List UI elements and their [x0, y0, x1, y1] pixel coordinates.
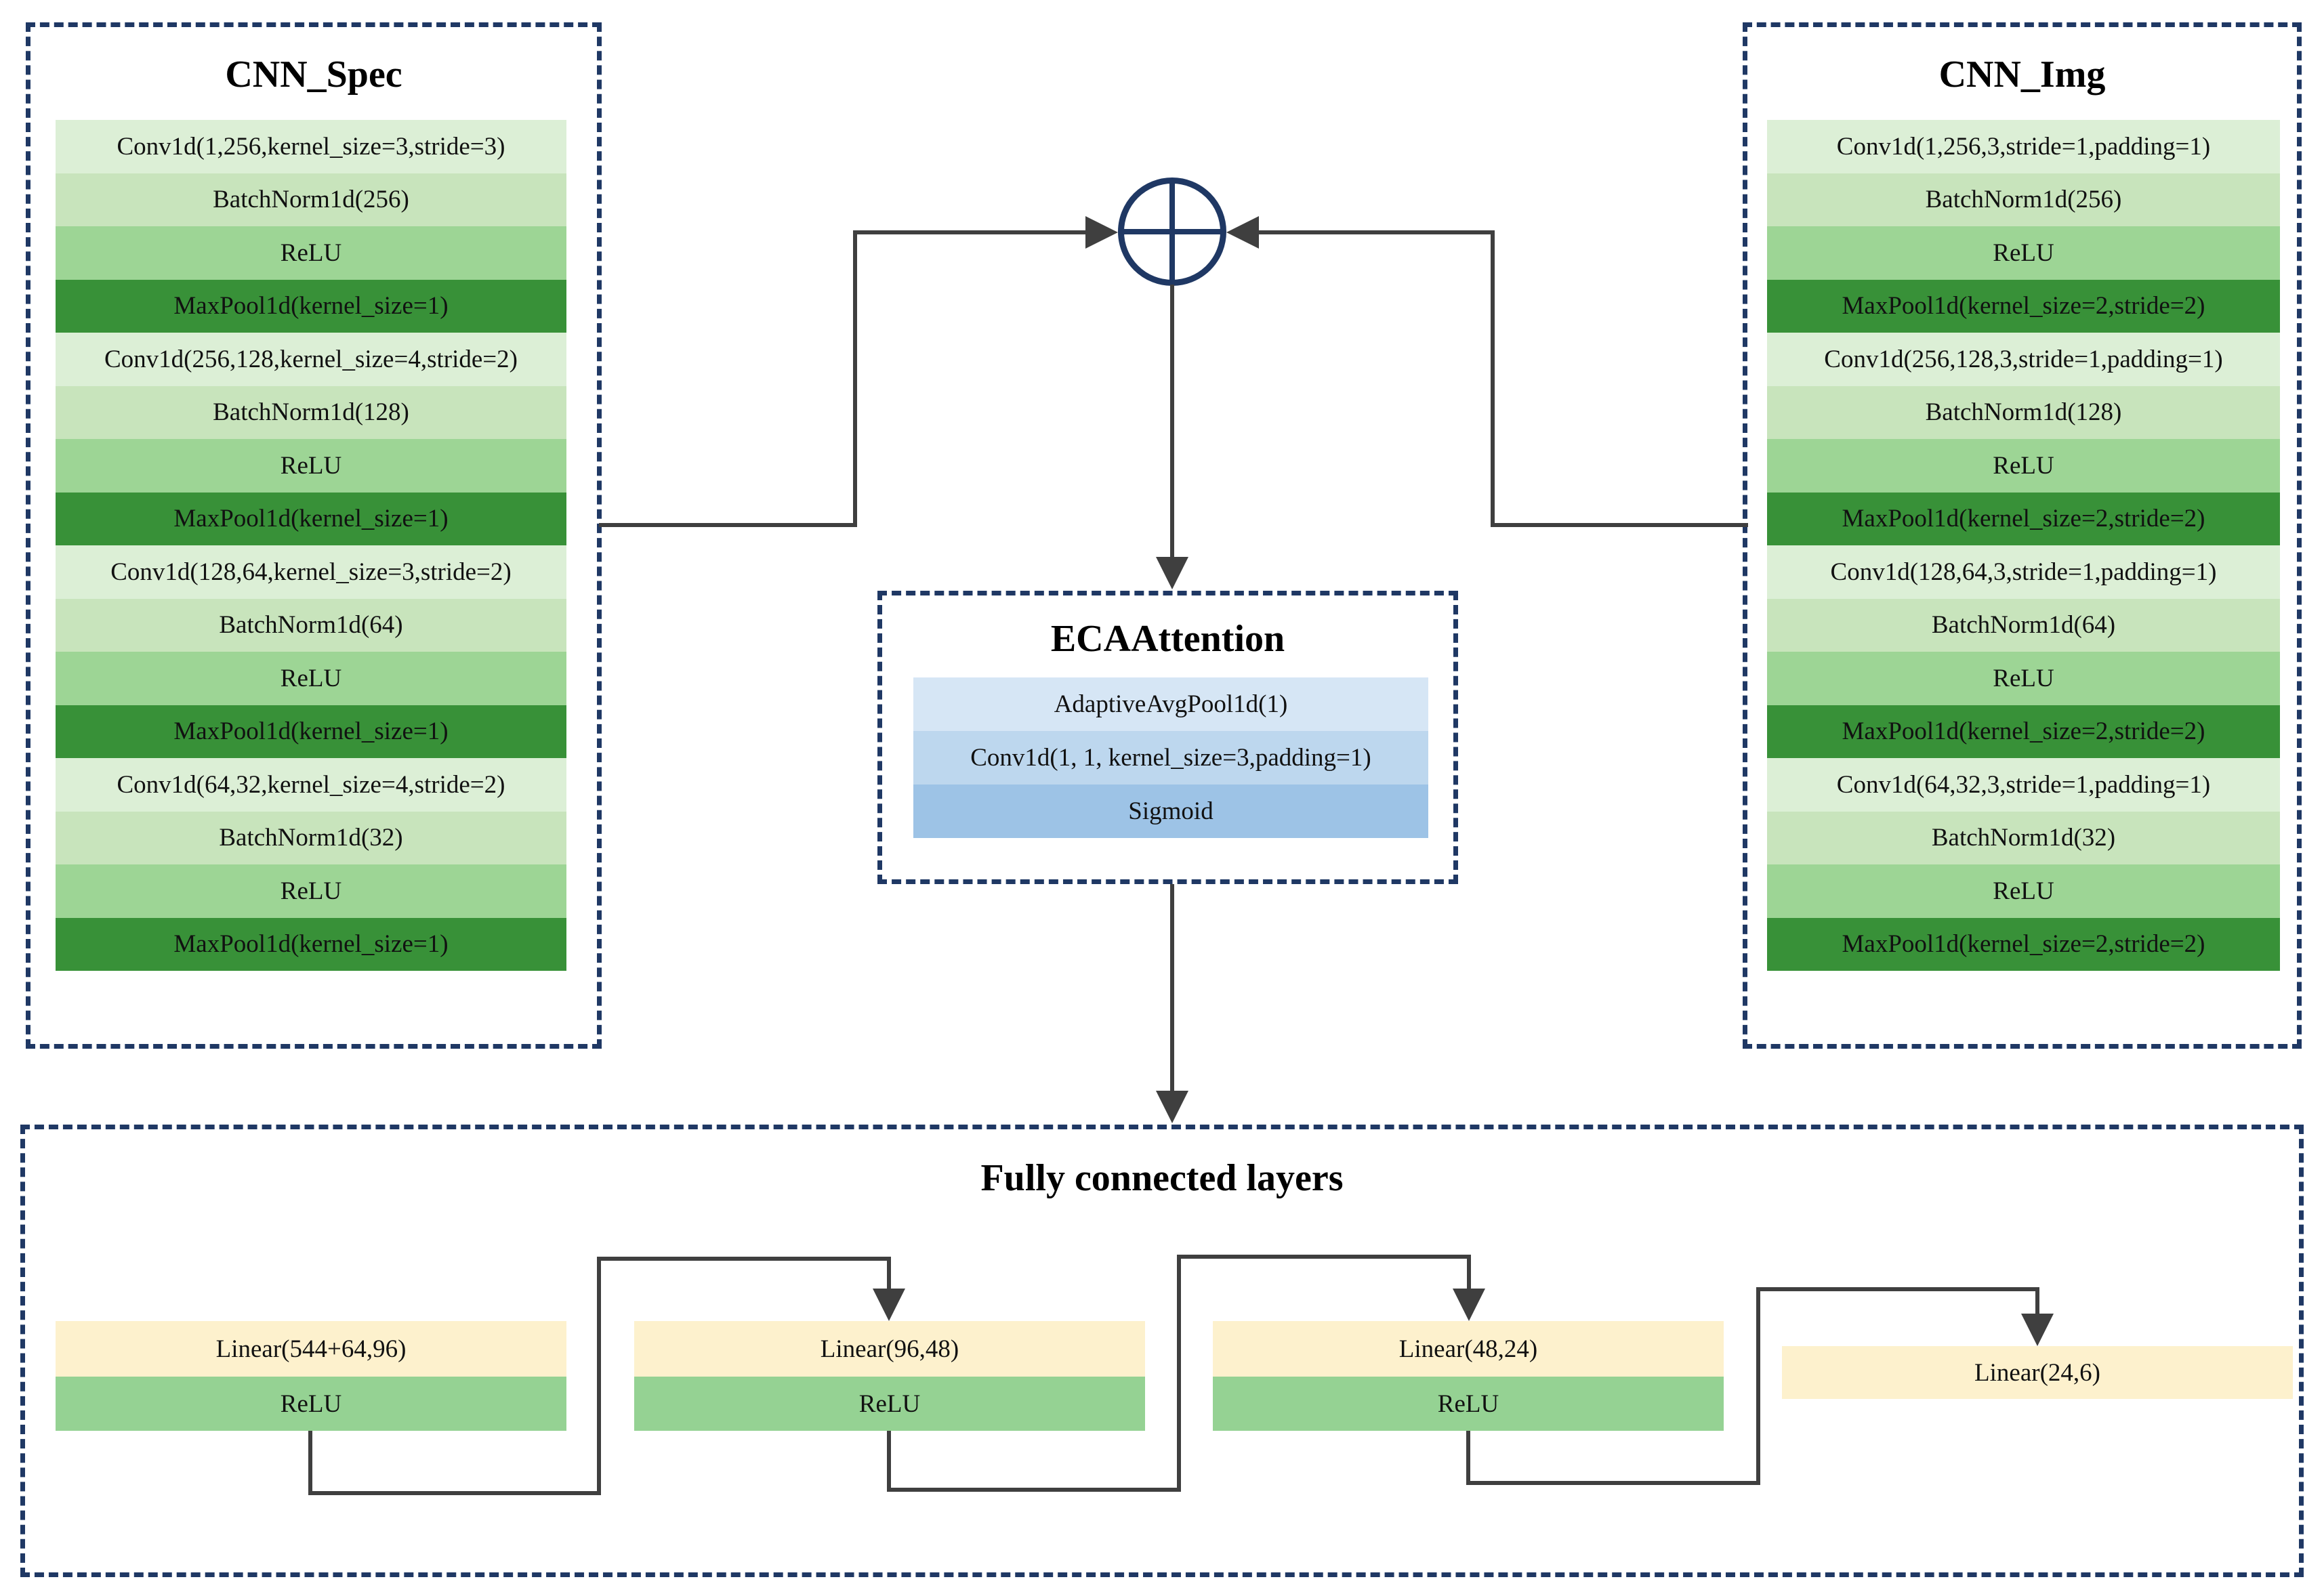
spec-branch-riser: [853, 230, 857, 527]
arrowhead-into-fc-block-3: [1453, 1289, 1485, 1321]
layer-row: BatchNorm1d(32): [56, 811, 566, 864]
cnn-img-layer-list: Conv1d(1,256,3,stride=1,padding=1)BatchN…: [1767, 120, 2280, 971]
relu-layer: ReLU: [1213, 1377, 1724, 1431]
layer-row: BatchNorm1d(64): [56, 598, 566, 652]
arrowhead-into-merge-right: [1226, 216, 1259, 249]
img-branch-line: [1491, 523, 1748, 527]
layer-row: Conv1d(128,64,3,stride=1,padding=1): [1767, 545, 2280, 599]
layer-row: Conv1d(1,256,3,stride=1,padding=1): [1767, 120, 2280, 173]
spec-branch-top-line: [853, 230, 1085, 234]
fc-block-4: Linear(24,6): [1782, 1346, 2293, 1399]
layer-row: ReLU: [1767, 652, 2280, 705]
merge-to-eca-line: [1170, 285, 1174, 557]
layer-row: Conv1d(128,64,kernel_size=3,stride=2): [56, 545, 566, 599]
img-branch-top-line: [1259, 230, 1495, 234]
fc-connector-3-bottom: [1466, 1481, 1760, 1485]
relu-layer: ReLU: [56, 1377, 566, 1431]
layer-row: BatchNorm1d(256): [1767, 173, 2280, 226]
layer-row: BatchNorm1d(32): [1767, 811, 2280, 864]
layer-row: ReLU: [56, 652, 566, 705]
arrowhead-into-fc: [1156, 1091, 1188, 1123]
fc-connector-1-bottom: [308, 1491, 601, 1495]
fc-connector-2-drop: [887, 1431, 891, 1492]
fc-connector-3-entry: [2035, 1287, 2039, 1316]
layer-row: ReLU: [56, 439, 566, 493]
layer-row: MaxPool1d(kernel_size=2,stride=2): [1767, 492, 2280, 545]
layer-row: MaxPool1d(kernel_size=1): [56, 279, 566, 333]
layer-row: MaxPool1d(kernel_size=1): [56, 705, 566, 758]
layer-row: ReLU: [1767, 864, 2280, 918]
fc-connector-1-top: [597, 1257, 891, 1261]
layer-row: BatchNorm1d(256): [56, 173, 566, 226]
layer-row: MaxPool1d(kernel_size=2,stride=2): [1767, 279, 2280, 333]
fc-connector-2-bottom: [887, 1488, 1181, 1492]
layer-row: Conv1d(64,32,kernel_size=4,stride=2): [56, 758, 566, 812]
spec-branch-line: [599, 523, 857, 527]
cnn-spec-layer-list: Conv1d(1,256,kernel_size=3,stride=3)Batc…: [56, 120, 566, 971]
fc-connector-3-top: [1756, 1287, 2039, 1291]
layer-row: Conv1d(256,128,3,stride=1,padding=1): [1767, 333, 2280, 386]
fc-connector-2-entry: [1467, 1255, 1471, 1291]
linear-layer: Linear(96,48): [634, 1321, 1145, 1377]
layer-row: AdaptiveAvgPool1d(1): [913, 677, 1428, 731]
fc-connector-1-drop: [308, 1431, 312, 1495]
img-branch-riser: [1491, 230, 1495, 527]
layer-row: MaxPool1d(kernel_size=2,stride=2): [1767, 705, 2280, 758]
layer-row: BatchNorm1d(128): [56, 385, 566, 439]
layer-row: Conv1d(64,32,3,stride=1,padding=1): [1767, 758, 2280, 812]
fc-block-1: Linear(544+64,96) ReLU: [56, 1321, 566, 1431]
eca-layer-list: AdaptiveAvgPool1d(1)Conv1d(1, 1, kernel_…: [913, 677, 1428, 838]
arrowhead-into-eca: [1156, 557, 1188, 589]
arrowhead-into-fc-block-4: [2021, 1314, 2054, 1346]
fc-connector-3-riser: [1756, 1287, 1760, 1485]
layer-row: ReLU: [1767, 439, 2280, 493]
fc-block-2: Linear(96,48) ReLU: [634, 1321, 1145, 1431]
arrowhead-into-fc-block-2: [873, 1289, 905, 1321]
linear-layer: Linear(48,24): [1213, 1321, 1724, 1377]
cnn-spec-title: CNN_Spec: [225, 54, 402, 96]
fc-connector-1-entry: [887, 1257, 891, 1291]
eca-to-fc-line: [1170, 884, 1174, 1091]
cnn-img-title: CNN_Img: [1938, 54, 2106, 96]
layer-row: Conv1d(256,128,kernel_size=4,stride=2): [56, 333, 566, 386]
layer-row: ReLU: [56, 226, 566, 280]
linear-layer: Linear(544+64,96): [56, 1321, 566, 1377]
layer-row: MaxPool1d(kernel_size=2,stride=2): [1767, 917, 2280, 971]
fc-connector-2-top: [1177, 1255, 1471, 1259]
layer-row: ReLU: [56, 864, 566, 918]
fc-connector-3-drop: [1466, 1431, 1470, 1485]
fc-title: Fully connected layers: [980, 1157, 1344, 1199]
layer-row: Conv1d(1,256,kernel_size=3,stride=3): [56, 120, 566, 173]
layer-row: MaxPool1d(kernel_size=1): [56, 917, 566, 971]
fc-connector-1-riser: [597, 1257, 601, 1495]
arrowhead-into-merge-left: [1085, 216, 1118, 249]
fc-block-3: Linear(48,24) ReLU: [1213, 1321, 1724, 1431]
circle-plus-horizontal-bar: [1121, 229, 1224, 234]
eca-title: ECAAttention: [1050, 618, 1285, 660]
layer-row: BatchNorm1d(64): [1767, 598, 2280, 652]
linear-layer: Linear(24,6): [1782, 1346, 2293, 1399]
layer-row: BatchNorm1d(128): [1767, 385, 2280, 439]
layer-row: Sigmoid: [913, 784, 1428, 838]
fc-connector-2-riser: [1177, 1255, 1181, 1492]
relu-layer: ReLU: [634, 1377, 1145, 1431]
layer-row: Conv1d(1, 1, kernel_size=3,padding=1): [913, 731, 1428, 784]
layer-row: ReLU: [1767, 226, 2280, 280]
layer-row: MaxPool1d(kernel_size=1): [56, 492, 566, 545]
